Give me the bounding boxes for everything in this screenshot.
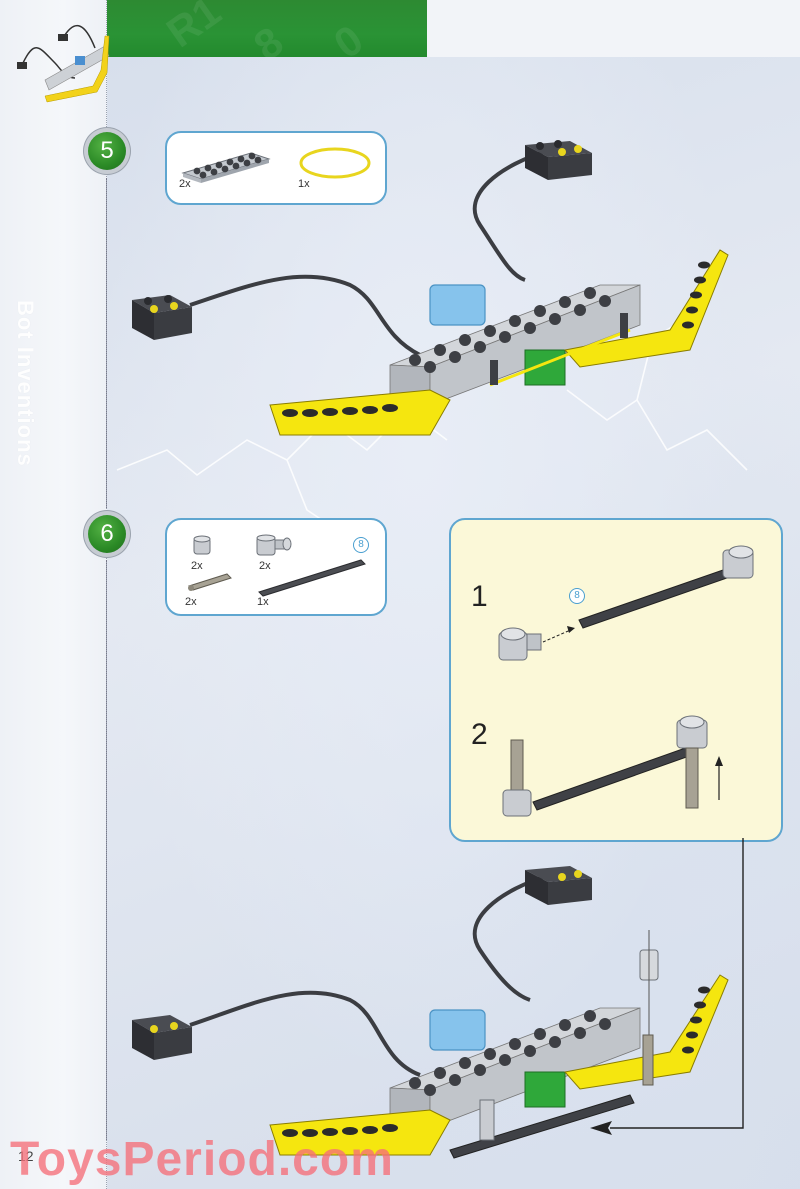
axle-pin-icon	[188, 573, 232, 591]
watermark: ToysPeriod.com	[10, 1133, 394, 1186]
part-qty: 2x	[259, 560, 271, 572]
sensor-brick-left	[132, 295, 192, 340]
header-decoration: 0	[325, 15, 372, 57]
step-5-parts-list: 2x 1x	[165, 131, 387, 205]
plate-2x6-icon	[181, 152, 271, 183]
page-number: 12	[18, 1148, 34, 1164]
part-qty: 2x	[185, 596, 197, 608]
rubber-band-icon	[299, 147, 371, 179]
step-6-divider	[106, 560, 107, 1140]
step-5-divider	[106, 178, 107, 508]
step-5-model-illustration	[132, 140, 729, 436]
length-badge: 8	[569, 588, 585, 604]
sub-assembly-box: 1 2 8	[449, 518, 783, 842]
header-decoration: R1	[158, 0, 230, 57]
sensor-brick-right	[525, 140, 592, 180]
part-qty: 2x	[179, 178, 191, 190]
substep-1-number: 1	[471, 580, 488, 613]
part-qty: 1x	[298, 178, 310, 190]
sub-assembly-illustration	[498, 545, 754, 817]
header-band: R1 8 0	[107, 0, 427, 57]
part-qty: 1x	[257, 596, 269, 608]
sensor-brick-right	[525, 866, 592, 905]
model-thumbnail-icon	[17, 25, 110, 103]
step-6-model-illustration	[132, 866, 729, 1159]
substep-2-number: 2	[471, 718, 488, 751]
page-sidebar	[0, 0, 106, 1189]
cross-block-icon	[256, 534, 292, 556]
step-6-parts-list: 2x 2x 2x 1x 8	[165, 518, 387, 616]
step-6-badge: 6	[88, 515, 126, 553]
bush-icon	[193, 535, 211, 555]
step-5-badge: 5	[88, 132, 126, 170]
connector-arrow-icon	[590, 838, 744, 1135]
part-qty: 2x	[191, 560, 203, 572]
sensor-brick-left	[132, 1015, 192, 1060]
axle-8-icon	[258, 559, 366, 597]
sidebar-vertical-title: Bot Inventions	[13, 300, 38, 467]
header-decoration: 8	[245, 17, 292, 57]
length-badge: 8	[353, 537, 369, 553]
